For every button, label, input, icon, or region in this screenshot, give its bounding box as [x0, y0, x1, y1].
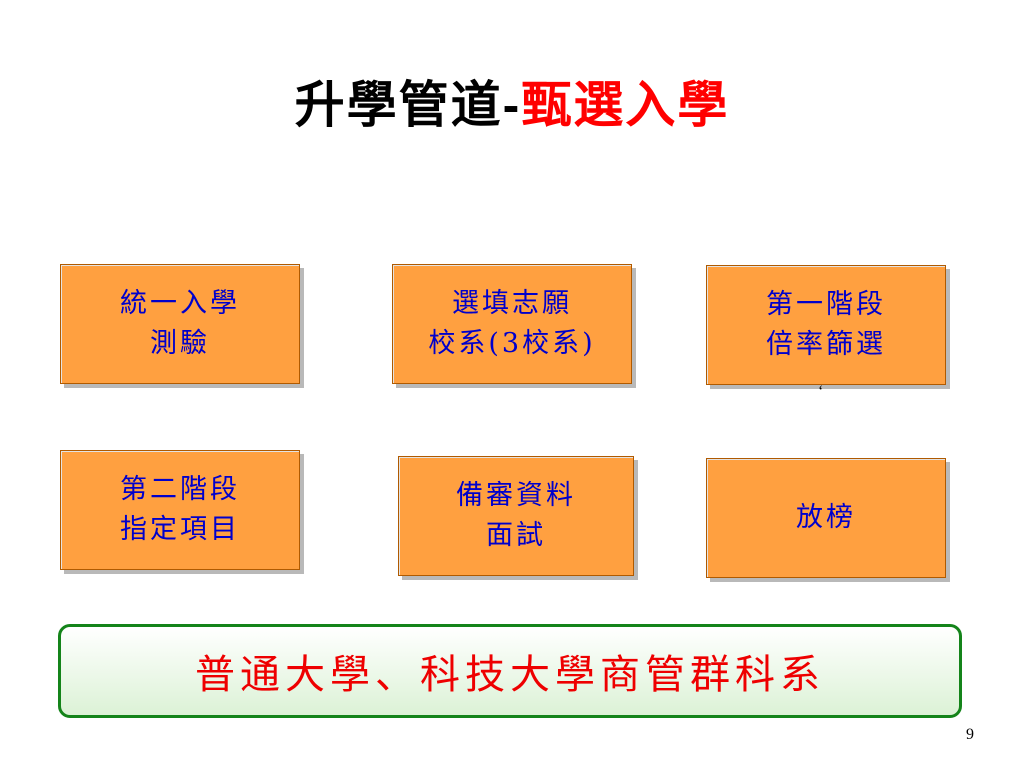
step-box-line: 第二階段 [120, 474, 240, 505]
step-box-line: 第一階段 [766, 289, 886, 320]
title-separator: - [502, 77, 522, 133]
title-accent: 甄選入學 [521, 75, 730, 134]
step-box-line: 選填志願 [452, 288, 572, 319]
slide-title: 升學管道-甄選入學 [0, 70, 1024, 140]
step-box-line: 校系(3校系) [428, 328, 596, 359]
step-box-line: 統一入學 [120, 288, 240, 319]
step-box-line: 面試 [486, 520, 546, 551]
stray-mark: ‘ [818, 383, 824, 400]
step-box-line: 指定項目 [120, 514, 240, 545]
step-box-line: 放榜 [796, 502, 856, 533]
step-box-line: 倍率篩選 [766, 329, 886, 360]
step-box-unified-exam: 統一入學 測驗 [60, 264, 300, 384]
step-box-line: 測驗 [150, 328, 210, 359]
step-box-choose-departments: 選填志願 校系(3校系) [392, 264, 632, 384]
title-main: 升學管道 [294, 75, 503, 134]
target-schools-box: 普通大學、科技大學商管群科系 [58, 624, 962, 718]
page-number: 9 [966, 726, 974, 743]
step-box-line: 備審資料 [456, 480, 576, 511]
step-box-second-stage-items: 第二階段 指定項目 [60, 450, 300, 570]
target-schools-text: 普通大學、科技大學商管群科系 [195, 652, 825, 698]
step-box-results-announced: 放榜 [706, 458, 946, 578]
step-box-documents-interview: 備審資料 面試 [398, 456, 634, 576]
step-box-first-stage-screening: 第一階段 倍率篩選 [706, 265, 946, 385]
